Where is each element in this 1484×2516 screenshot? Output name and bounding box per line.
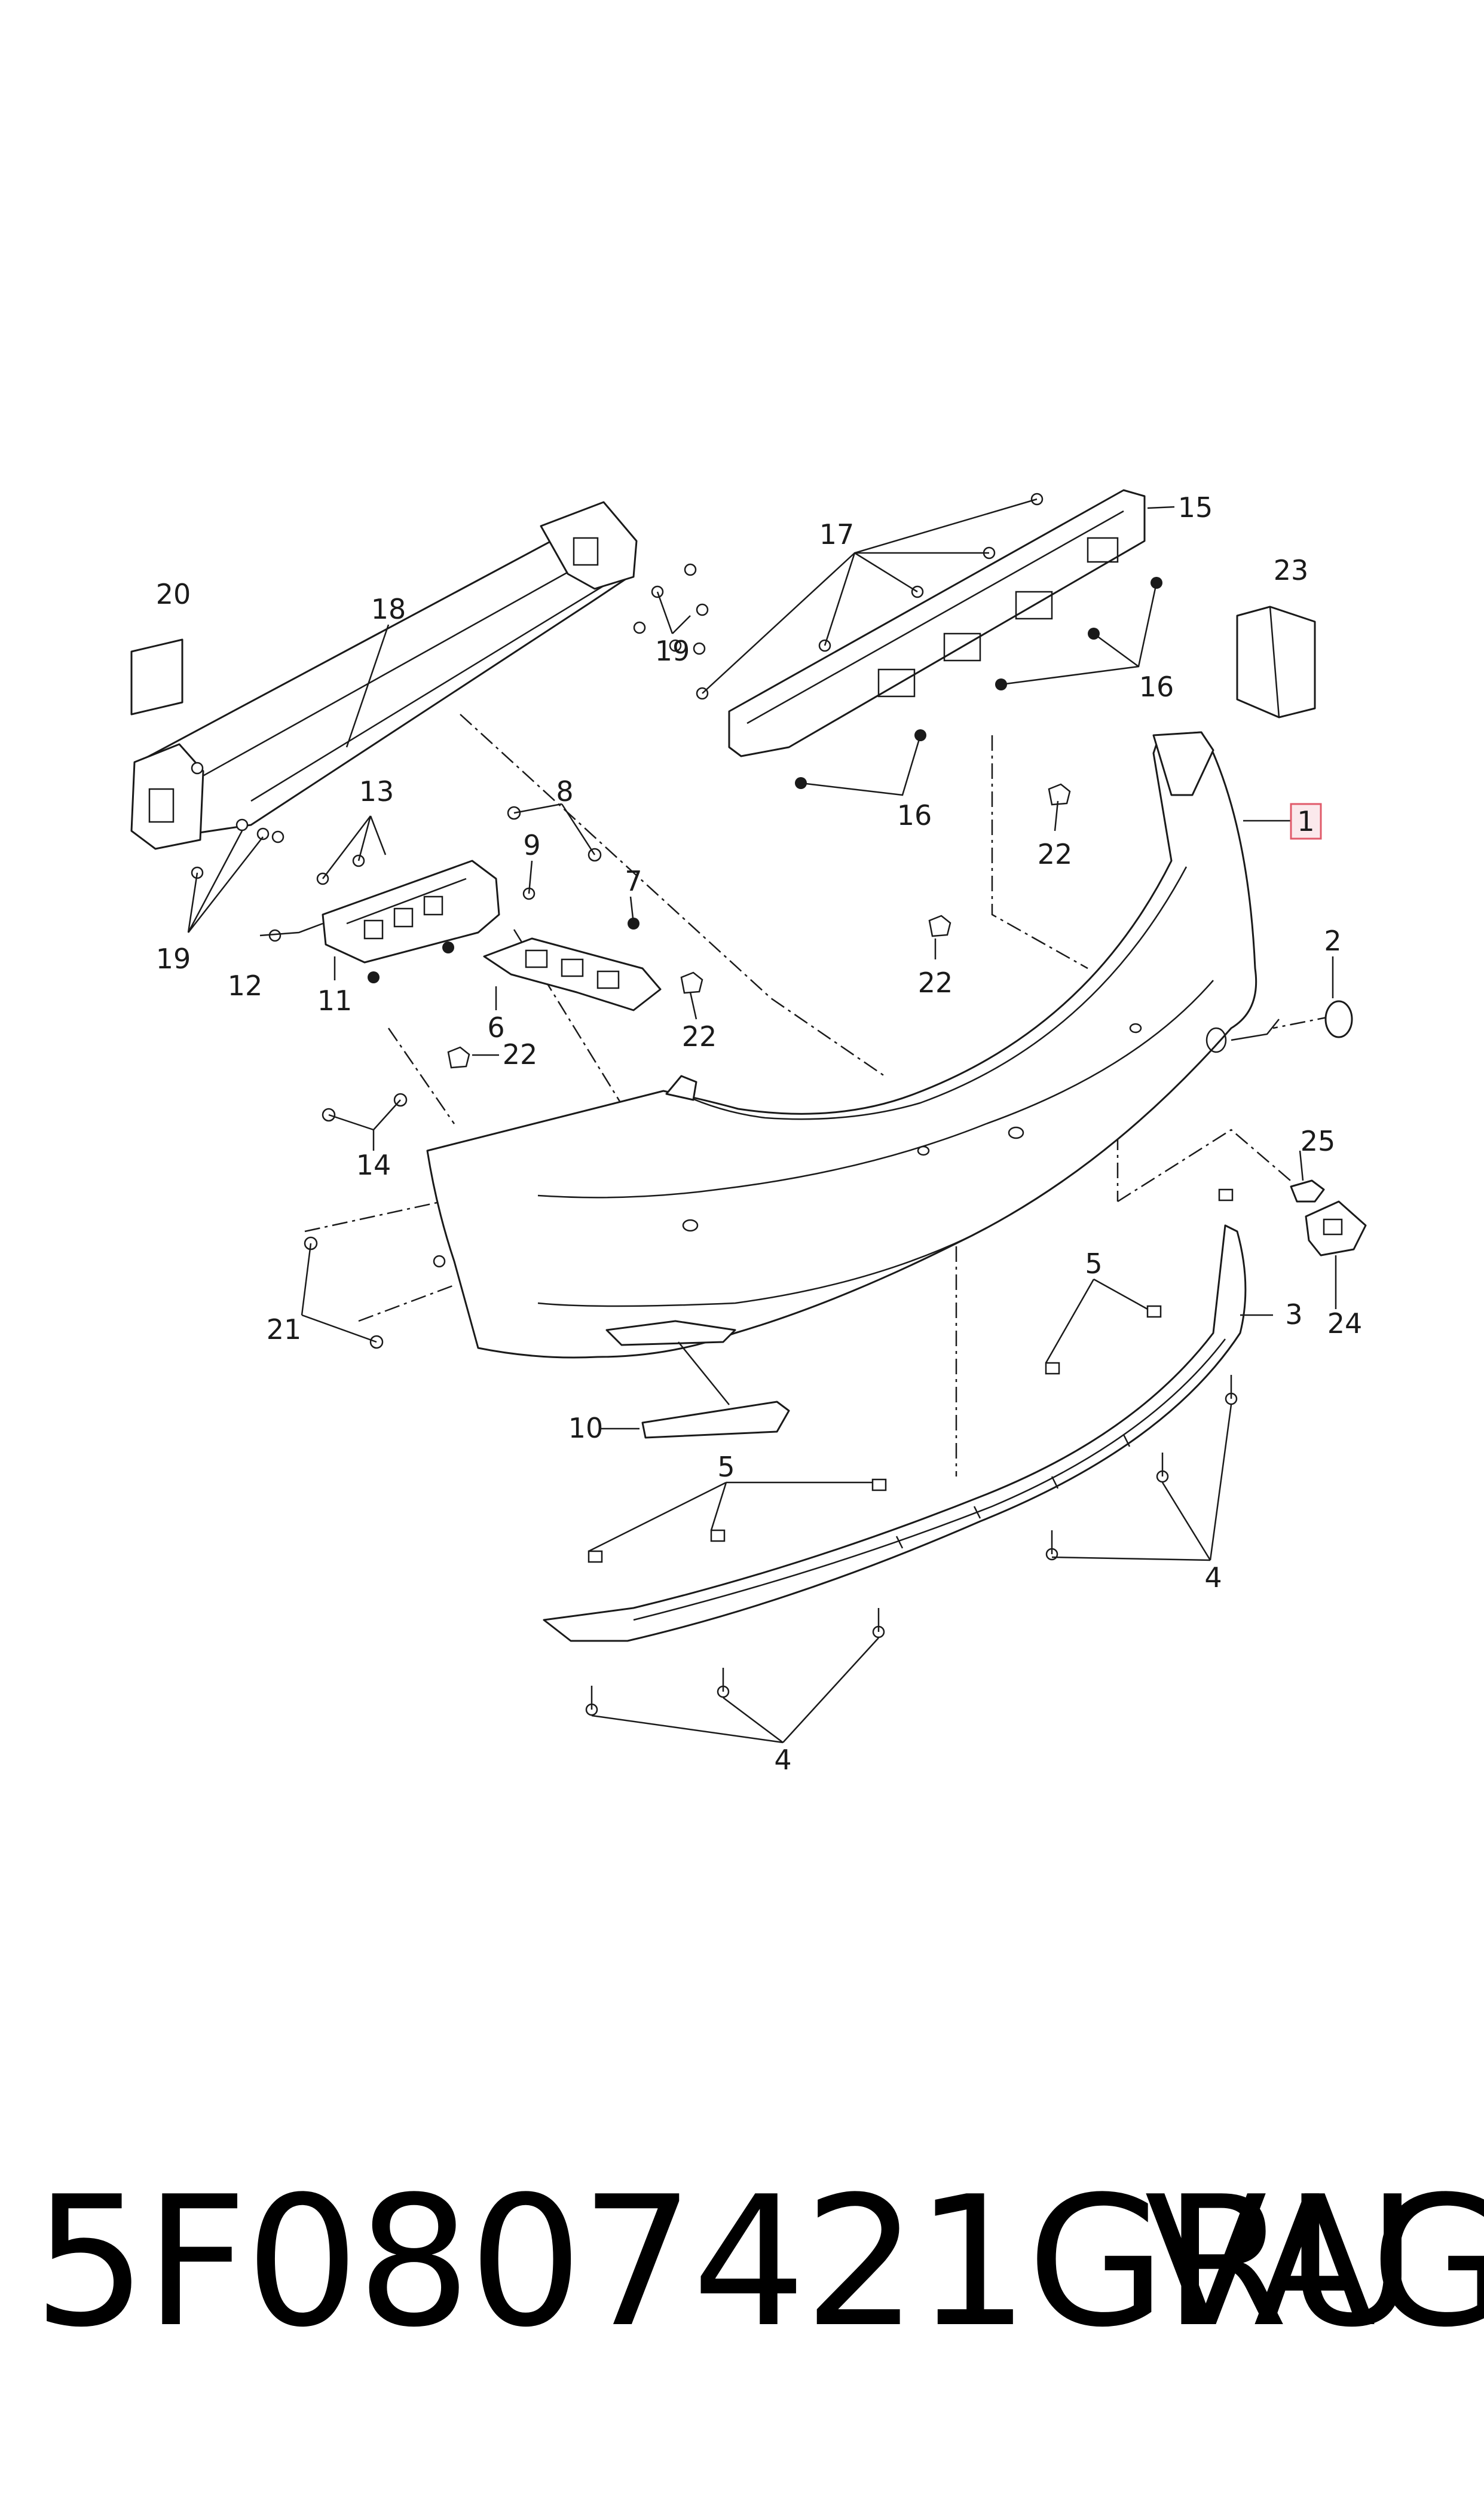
callout-11: 11 — [317, 985, 353, 1017]
guide-bracket-part-6 — [483, 937, 662, 1011]
plug-part-25 — [1290, 1179, 1325, 1203]
callout-25: 25 — [1301, 1125, 1336, 1157]
callout-18: 18 — [371, 593, 406, 625]
callout-10: 10 — [568, 1412, 604, 1444]
callout-22c: 22 — [682, 1020, 717, 1053]
callout-5a: 5 — [1085, 1248, 1102, 1280]
callout-14: 14 — [356, 1149, 391, 1181]
callout-9: 9 — [523, 829, 540, 861]
callout-15: 15 — [1178, 491, 1213, 524]
callout-1: 1 — [1297, 805, 1314, 837]
foam-block-part-23 — [1236, 606, 1316, 719]
callout-6: 6 — [487, 1011, 504, 1044]
part-number: 5F0807421GRU — [33, 2158, 1417, 2367]
callout-24: 24 — [1327, 1307, 1363, 1340]
callout-labels: 1 2 3 4 4 5 5 6 7 8 9 10 11 12 13 14 15 … — [156, 491, 1363, 1776]
callout-22a: 22 — [1038, 838, 1073, 870]
callout-13: 13 — [359, 775, 394, 808]
exploded-parts-diagram: 1 2 3 4 4 5 5 6 7 8 9 10 11 12 13 14 15 … — [130, 489, 1367, 1776]
energy-absorber-part-15 — [728, 489, 1146, 757]
callout-3: 3 — [1285, 1298, 1302, 1331]
callout-20: 20 — [156, 578, 191, 610]
callout-12: 12 — [228, 970, 263, 1002]
bumper-carrier-part-18 — [130, 501, 638, 850]
callout-16b: 16 — [897, 799, 932, 831]
callout-17: 17 — [819, 518, 855, 551]
bumper-cover-part-1 — [426, 731, 1257, 1359]
lower-spoiler-part-3 — [543, 1224, 1247, 1642]
callout-23: 23 — [1274, 554, 1309, 586]
callout-19a: 19 — [655, 635, 690, 667]
guide-bracket-part-11 — [322, 860, 500, 964]
callout-22d: 22 — [503, 1038, 538, 1071]
callout-19b: 19 — [156, 943, 191, 975]
callout-16a: 16 — [1139, 671, 1174, 703]
reflector-part-10 — [641, 1401, 790, 1439]
callout-4a: 4 — [1204, 1561, 1222, 1594]
leader-lines — [187, 498, 1337, 1744]
callout-4b: 4 — [774, 1744, 791, 1776]
callout-8: 8 — [556, 775, 573, 808]
callout-1-highlight — [1290, 803, 1322, 840]
callout-22b: 22 — [918, 967, 953, 999]
brand-name: VAG — [1145, 2158, 1484, 2367]
bracket-part-24 — [1305, 1200, 1367, 1257]
tow-cover-part-2 — [1324, 1000, 1353, 1038]
callout-2: 2 — [1324, 925, 1341, 957]
callout-21: 21 — [267, 1313, 302, 1346]
pad-part-20 — [130, 638, 183, 716]
callout-5b: 5 — [717, 1451, 735, 1483]
callout-7: 7 — [625, 865, 642, 897]
